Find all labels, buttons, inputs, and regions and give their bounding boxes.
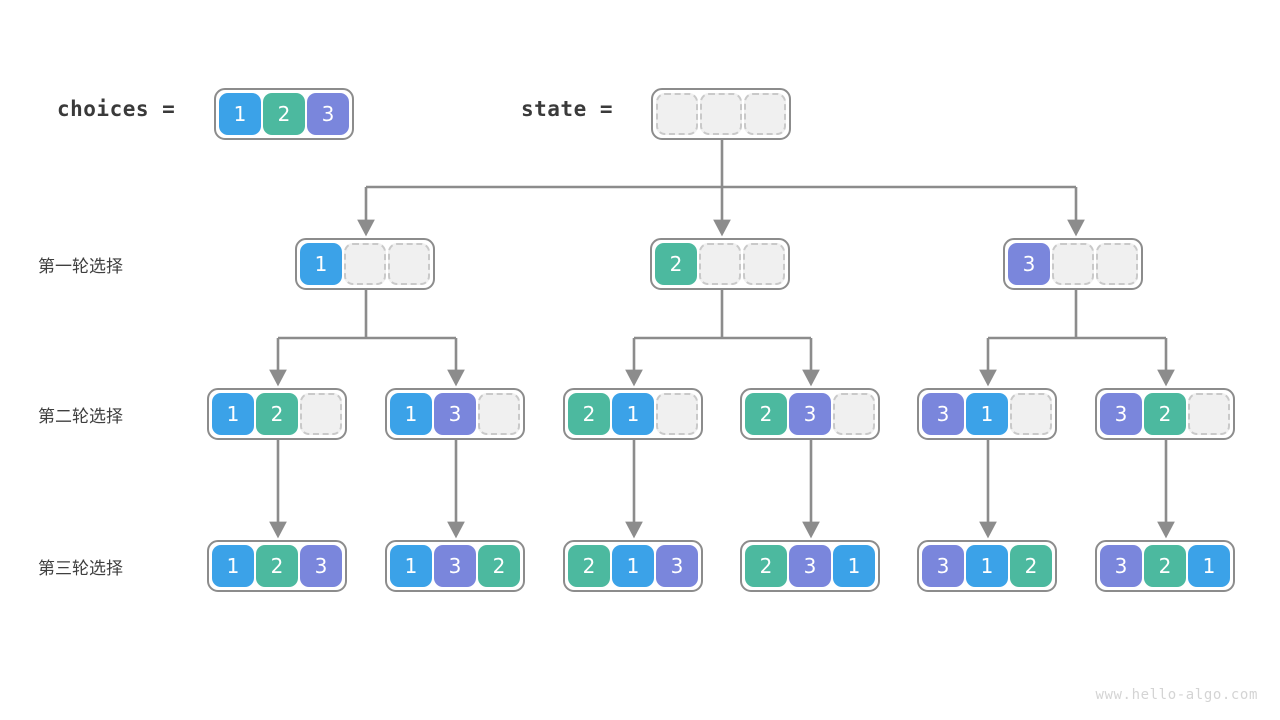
node-21-cell-1: 1 <box>612 393 654 435</box>
node-132-cell-1: 3 <box>434 545 476 587</box>
node-132-cell-2: 2 <box>478 545 520 587</box>
choices-cell-2: 3 <box>307 93 349 135</box>
node-3-cell-1 <box>1052 243 1094 285</box>
node-2-cell-0: 2 <box>655 243 697 285</box>
node-31-cell-2 <box>1010 393 1052 435</box>
choices-cell-1: 2 <box>263 93 305 135</box>
node-231-cell-1: 3 <box>789 545 831 587</box>
node-32-cell-2 <box>1188 393 1230 435</box>
node-213-cell-1: 1 <box>612 545 654 587</box>
node-3-cell-0: 3 <box>1008 243 1050 285</box>
node-312-cell-0: 3 <box>922 545 964 587</box>
node-13-cell-2 <box>478 393 520 435</box>
node-1-cell-1 <box>344 243 386 285</box>
node-13-cell-0: 1 <box>390 393 432 435</box>
node-32-cell-0: 3 <box>1100 393 1142 435</box>
state-array <box>651 88 791 140</box>
state-label: state = <box>521 97 614 121</box>
node-123-cell-1: 2 <box>256 545 298 587</box>
node-23-cell-0: 2 <box>745 393 787 435</box>
node-312-cell-1: 1 <box>966 545 1008 587</box>
node-1-cell-0: 1 <box>300 243 342 285</box>
node-2: 2 <box>650 238 790 290</box>
node-3-cell-2 <box>1096 243 1138 285</box>
node-231-cell-2: 1 <box>833 545 875 587</box>
row-label-level-3: 第三轮选择 <box>38 559 123 579</box>
node-13-cell-1: 3 <box>434 393 476 435</box>
state-cell-1 <box>700 93 742 135</box>
node-123-cell-2: 3 <box>300 545 342 587</box>
node-213-cell-0: 2 <box>568 545 610 587</box>
node-23-cell-2 <box>833 393 875 435</box>
node-2-cell-2 <box>743 243 785 285</box>
node-12-cell-0: 1 <box>212 393 254 435</box>
node-21-cell-0: 2 <box>568 393 610 435</box>
node-3: 3 <box>1003 238 1143 290</box>
node-21-cell-2 <box>656 393 698 435</box>
choices-label: choices = <box>57 97 176 121</box>
watermark: www.hello-algo.com <box>1095 687 1258 703</box>
node-1: 1 <box>295 238 435 290</box>
node-312-cell-2: 2 <box>1010 545 1052 587</box>
node-213-cell-2: 3 <box>656 545 698 587</box>
state-cell-0 <box>656 93 698 135</box>
row-label-level-1: 第一轮选择 <box>38 257 123 277</box>
node-31-cell-0: 3 <box>922 393 964 435</box>
row-label-level-2: 第二轮选择 <box>38 407 123 427</box>
node-123-cell-0: 1 <box>212 545 254 587</box>
node-2-cell-1 <box>699 243 741 285</box>
node-12-cell-2 <box>300 393 342 435</box>
node-321-cell-0: 3 <box>1100 545 1142 587</box>
state-cell-2 <box>744 93 786 135</box>
node-23-cell-1: 3 <box>789 393 831 435</box>
node-321-cell-2: 1 <box>1188 545 1230 587</box>
node-31-cell-1: 1 <box>966 393 1008 435</box>
node-132-cell-0: 1 <box>390 545 432 587</box>
node-32-cell-1: 2 <box>1144 393 1186 435</box>
node-231-cell-0: 2 <box>745 545 787 587</box>
choices-cell-0: 1 <box>219 93 261 135</box>
node-1-cell-2 <box>388 243 430 285</box>
node-321-cell-1: 2 <box>1144 545 1186 587</box>
node-12-cell-1: 2 <box>256 393 298 435</box>
